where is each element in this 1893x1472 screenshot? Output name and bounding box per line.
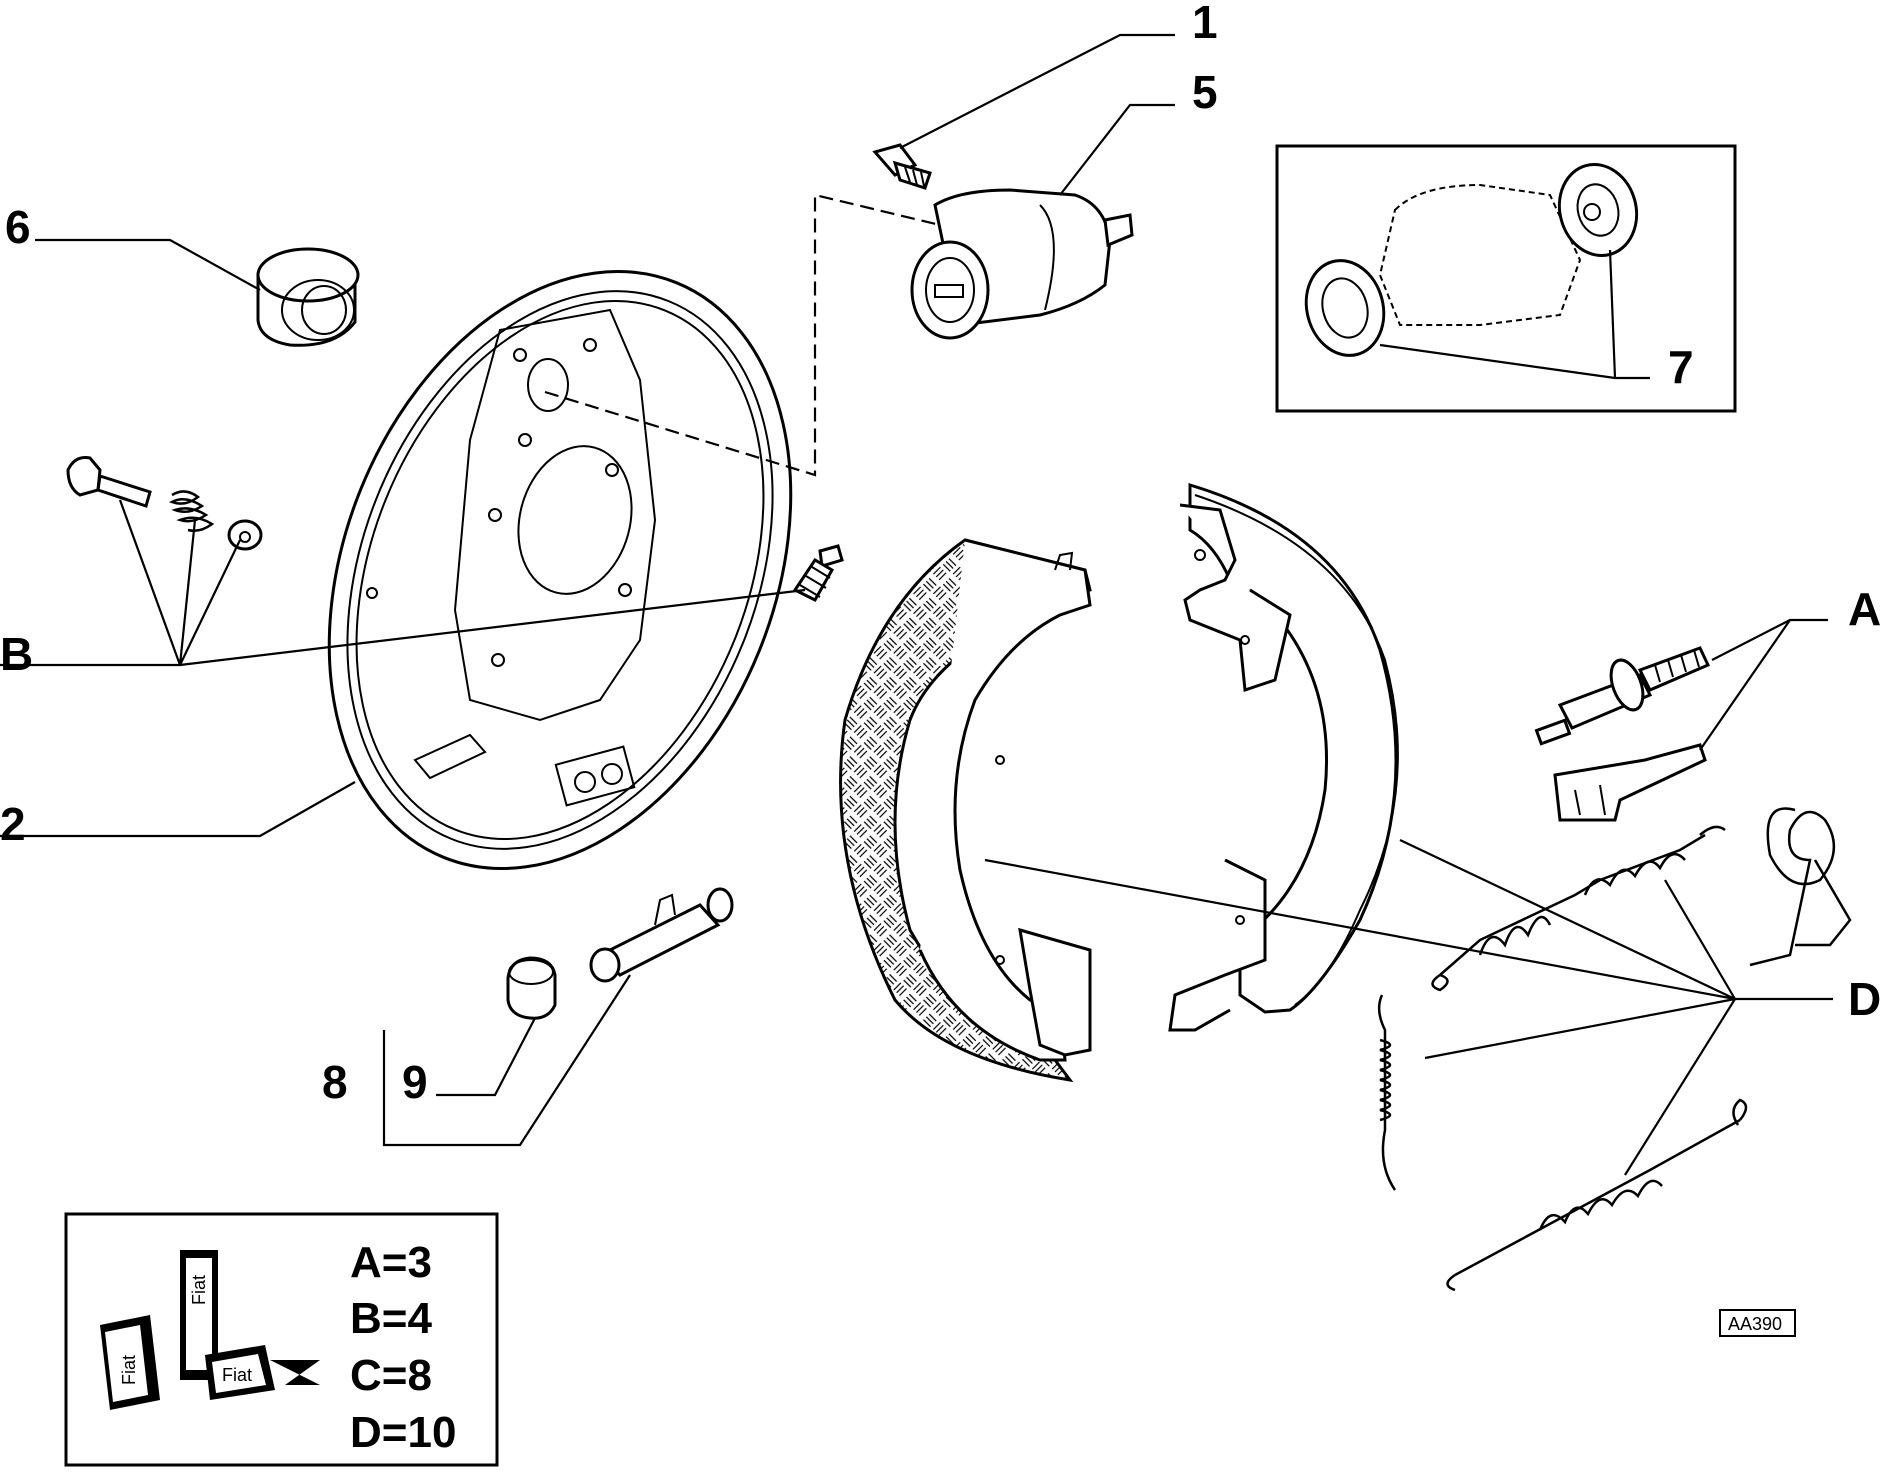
brand-label: Fiat bbox=[119, 1355, 139, 1385]
callout-6: 6 bbox=[5, 201, 31, 253]
callout-B: B bbox=[0, 628, 33, 680]
callout-1: 1 bbox=[1192, 0, 1218, 48]
bushing-part-6 bbox=[256, 247, 360, 347]
brand-label: Fiat bbox=[189, 1275, 209, 1305]
lubricant-products-icon: Fiat Fiat Fiat bbox=[100, 1250, 320, 1410]
callout-5: 5 bbox=[1192, 66, 1218, 118]
parts-8-9 bbox=[506, 887, 734, 1020]
callout-9: 9 bbox=[402, 1056, 428, 1108]
legend-entry-a: A=3 bbox=[350, 1238, 432, 1287]
drawing-code: AA390 bbox=[1728, 1314, 1782, 1334]
legend-box: Fiat Fiat Fiat A=3 B=4 C=8 D=10 bbox=[64, 1212, 499, 1467]
callout-2: 2 bbox=[0, 798, 26, 850]
callout-D: D bbox=[1848, 973, 1881, 1025]
brake-shoe-web bbox=[1168, 482, 1399, 1032]
leader-lines bbox=[0, 33, 1833, 1176]
wheel-cylinder-part-5 bbox=[910, 188, 1134, 340]
callout-A: A bbox=[1848, 583, 1881, 635]
adjuster-kit-A bbox=[1534, 646, 1711, 822]
callout-8: 8 bbox=[322, 1056, 348, 1108]
bleed-screw-part-1 bbox=[872, 143, 932, 190]
brake-shoe-lined bbox=[839, 538, 1092, 1083]
backing-plate bbox=[327, 270, 793, 870]
inset-seal-kit bbox=[1275, 144, 1737, 413]
drawing-code-box: AA390 bbox=[1719, 1309, 1796, 1337]
callout-7: 7 bbox=[1668, 341, 1694, 393]
springs-D bbox=[1377, 807, 1852, 1292]
brand-label: Fiat bbox=[222, 1365, 252, 1385]
legend-entry-c: C=8 bbox=[350, 1351, 432, 1400]
legend-entry-b: B=4 bbox=[350, 1294, 432, 1343]
legend-entry-d: D=10 bbox=[350, 1408, 456, 1457]
callout-labels: 1 5 6 7 B 2 A D 8 9 bbox=[0, 0, 1881, 1108]
